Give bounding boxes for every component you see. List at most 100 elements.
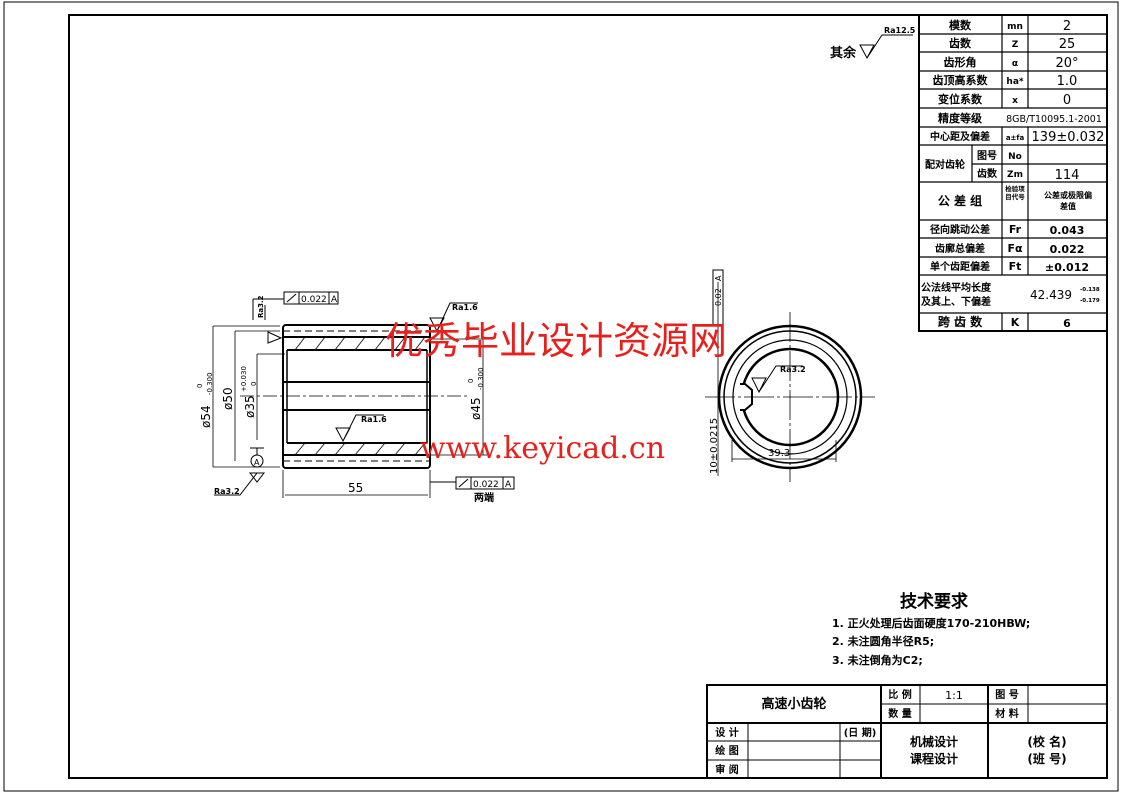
runout-value: 0.022 xyxy=(301,295,327,305)
mating-symbol: Zm xyxy=(1007,170,1023,180)
roughness-label: Ra12.5 xyxy=(884,26,916,35)
scale-value: 1:1 xyxy=(945,689,963,702)
wkn-value: 42.439 xyxy=(1030,288,1072,302)
datum-ref: A xyxy=(331,295,338,305)
keyway-width-dim: 10±0.0215 xyxy=(709,418,720,474)
param-name: 齿数 xyxy=(949,36,972,50)
roughness-label: Ra3.2 xyxy=(780,365,806,374)
datum-ref: A xyxy=(505,480,512,490)
watermark-text: 优秀毕业设计资源网 xyxy=(385,319,727,363)
tech-req-item: 2. 未注圆角半径R5; xyxy=(832,634,934,648)
param-symbol: a±fa xyxy=(1006,134,1025,142)
both-ends-note: 两端 xyxy=(474,491,494,504)
front-section-view: ø54 0 -0.300 ø50 ø35 +0.030 0 ø45 0 -0.3… xyxy=(196,291,515,504)
tolerance-value-label: 公差或极限偏差值 xyxy=(1044,191,1092,211)
tol-name: 齿廓总偏差 xyxy=(935,242,985,255)
designer-label: 设 计 xyxy=(715,726,738,739)
drafter-label: 绘 图 xyxy=(715,744,738,757)
runout-tolerance-bottom: 0.022 A 两端 xyxy=(430,476,515,504)
mating-gear-label: 配对齿轮 xyxy=(925,158,965,171)
runout-tolerance-top: 0.022 A xyxy=(252,291,339,320)
span-value: 6 xyxy=(1063,317,1071,330)
dim-tol: 0 xyxy=(196,384,204,388)
course-label: 课程设计 xyxy=(910,751,958,766)
param-symbol: Z xyxy=(1012,40,1019,50)
reviewer-label: 审 阅 xyxy=(715,763,738,776)
param-symbol: α xyxy=(1012,59,1018,69)
param-value: 139±0.032 xyxy=(1032,130,1105,145)
param-value: 25 xyxy=(1059,37,1076,52)
tech-req-item: 3. 未注倒角为C2; xyxy=(832,653,923,667)
technical-requirements: 技术要求 1. 正火处理后齿面硬度170-210HBW; 2. 未注圆角半径R5… xyxy=(832,591,1030,667)
roughness-label: Ra3.2 xyxy=(257,295,265,318)
dim-tol: -0.300 xyxy=(477,367,485,390)
tol-name: 径向跳动公差 xyxy=(930,223,990,236)
wkn-label: 及其上、下偏差 xyxy=(921,295,991,308)
keyway-depth-dim: 39.3 xyxy=(768,448,790,459)
class-number: (班 号) xyxy=(1027,751,1066,766)
roughness-label: Ra1.6 xyxy=(452,303,478,312)
dim-tol: 0 xyxy=(467,379,475,383)
surface-note-label: 其余 xyxy=(830,45,857,61)
tol-value: ±0.012 xyxy=(1045,261,1089,274)
param-value: 20° xyxy=(1055,56,1078,71)
param-value: 2 xyxy=(1063,19,1071,34)
tol-name: 单个齿距偏差 xyxy=(930,260,990,273)
roughness-symbols: Ra3.2 Ra1.6 Ra1.6 Ra3.2 xyxy=(214,295,478,496)
param-value: 0 xyxy=(1063,93,1071,108)
datum-label: A xyxy=(254,458,260,467)
title-block: 高速小齿轮 比 例 1:1 数 量 图 号 材 料 设 计 绘 图 审 阅 (日… xyxy=(706,684,1108,779)
qty-label: 数 量 xyxy=(888,707,911,720)
sheet-edge xyxy=(3,1,1119,792)
dim-tol: -0.300 xyxy=(206,372,214,395)
param-value: 1.0 xyxy=(1057,74,1078,89)
tech-req-item: 1. 正火处理后齿面硬度170-210HBW; xyxy=(832,616,1030,630)
tech-req-title: 技术要求 xyxy=(900,591,968,612)
wkn-lower-dev: -0.179 xyxy=(1080,298,1100,304)
param-symbol: x xyxy=(1012,96,1018,106)
mating-value: 114 xyxy=(1055,168,1080,183)
runout-value: 0.022 xyxy=(473,480,499,490)
dim-d50: ø50 xyxy=(221,387,235,410)
span-symbol: K xyxy=(1011,316,1020,329)
side-view: 0.02 A 10±0.0215 39.3 Ra3.2 xyxy=(705,269,875,482)
span-label: 跨 齿 数 xyxy=(938,314,983,329)
param-name: 齿形角 xyxy=(944,55,977,69)
param-name: 变位系数 xyxy=(938,92,983,106)
wkn-label: 公法线平均长度 xyxy=(921,281,992,294)
school-name: (校 名) xyxy=(1027,734,1066,749)
roughness-label: Ra3.2 xyxy=(214,487,240,496)
param-name: 齿顶高系数 xyxy=(933,73,989,87)
section-hatching xyxy=(294,336,426,456)
mating-sub-label: 齿数 xyxy=(977,167,998,180)
symmetry-value: 0.02 xyxy=(714,288,723,306)
param-name: 中心距及偏差 xyxy=(930,130,990,143)
datum-ref: A xyxy=(714,275,723,281)
tolerance-group-label: 公 差 组 xyxy=(938,193,982,208)
roughness-label: Ra1.6 xyxy=(361,415,387,424)
dim-tol: +0.030 xyxy=(240,366,248,392)
dim-length: 55 xyxy=(348,481,363,495)
surface-note: 其余 Ra12.5 xyxy=(830,26,916,61)
tol-symbol: Fα xyxy=(1007,242,1023,255)
course-label: 机械设计 xyxy=(910,734,958,749)
tol-symbol: Ft xyxy=(1009,260,1022,273)
gear-parameter-table xyxy=(918,14,1108,332)
mating-sub-label: 图号 xyxy=(977,150,997,162)
param-symbol: ha* xyxy=(1006,77,1023,87)
param-symbol: mn xyxy=(1007,22,1023,32)
part-name: 高速小齿轮 xyxy=(761,696,826,712)
dim-d35: ø35 xyxy=(243,395,257,418)
param-value: 8GB/T10095.1-2001 xyxy=(1006,114,1102,125)
inspection-code-label: 检验项目代号 xyxy=(1005,185,1025,201)
datum-symbol: A xyxy=(250,447,264,468)
tol-value: 0.022 xyxy=(1050,243,1085,256)
drawing-no-label: 图 号 xyxy=(995,689,1018,701)
material-label: 材 料 xyxy=(995,707,1018,720)
dim-d54: ø54 xyxy=(199,405,213,428)
wkn-upper-dev: -0.138 xyxy=(1080,287,1100,293)
mating-symbol: No xyxy=(1008,152,1022,162)
param-name: 精度等级 xyxy=(938,111,983,125)
watermark: 优秀毕业设计资源网 www.keyicad.cn xyxy=(385,319,727,466)
